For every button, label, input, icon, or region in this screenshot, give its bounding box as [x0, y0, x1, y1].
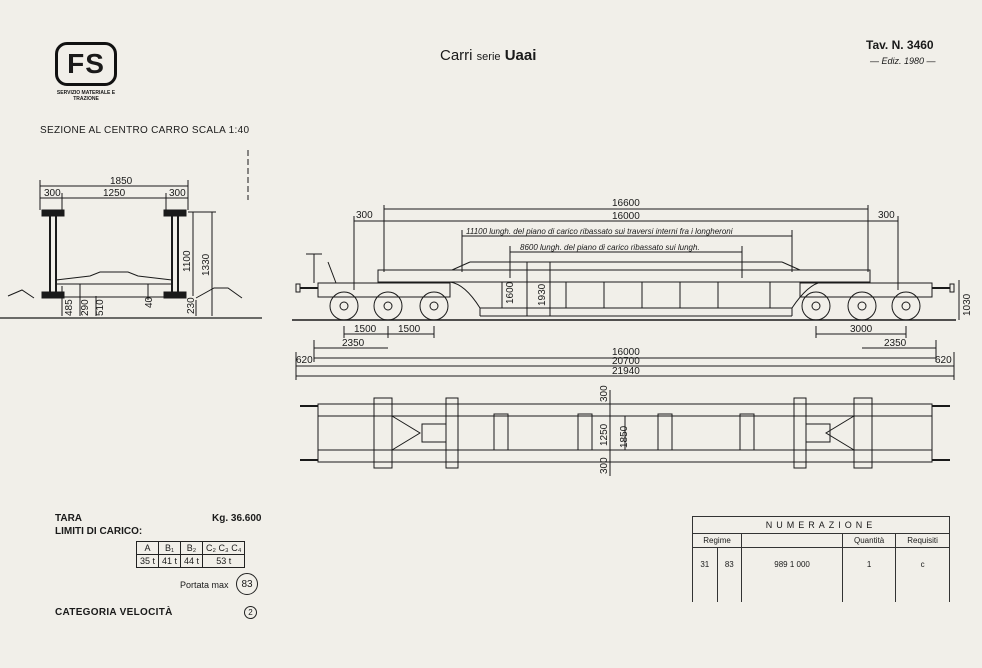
dim-230: 230 [186, 297, 197, 314]
table-number: Tav. N. 3460 [866, 38, 934, 52]
plan-dim-300-top: 300 [599, 385, 610, 402]
dim-1930: 1930 [537, 283, 548, 306]
portata-label: Portata max [180, 580, 229, 590]
section-title: SEZIONE AL CENTRO CARRO SCALA 1:40 [40, 125, 250, 136]
table-row: A B₁ B₂ C₂ C₃ C₄ [135, 541, 246, 555]
limits-label: LIMITI DI CARICO: [55, 526, 143, 537]
dim-1030: 1030 [962, 293, 973, 316]
dim-16000-top: 16000 [612, 211, 640, 222]
dim-8600-note: 8600 lungh. del piano di carico ribassat… [520, 243, 700, 252]
dim-290: 290 [80, 299, 91, 316]
table-row: NUMERAZIONE [692, 516, 950, 534]
dim-300-right: 300 [169, 188, 186, 199]
dim-1250: 1250 [103, 188, 126, 199]
dim-1600: 1600 [505, 281, 516, 304]
dim-1500-a: 1500 [354, 324, 377, 335]
dim-620-left: 620 [296, 355, 313, 366]
page-title: Carri serie Uaai [440, 47, 537, 64]
plan-dim-1850: 1850 [619, 425, 630, 448]
table-row: Regime Quantità Requisiti [691, 533, 950, 548]
dim-2350-right: 2350 [884, 338, 907, 349]
dim-1100: 1100 [182, 250, 193, 272]
fs-logo: FS [55, 42, 117, 86]
categoria-label: CATEGORIA VELOCITÀ [55, 607, 173, 618]
plan-dim-300-bottom: 300 [599, 457, 610, 474]
dim-16600: 16600 [612, 198, 640, 209]
dim-1850: 1850 [110, 176, 133, 187]
load-limits-table: A B₁ B₂ C₂ C₃ C₄ 35 t 41 t 44 t 53 t [135, 541, 246, 568]
dim-300-left: 300 [44, 188, 61, 199]
portata-value: 83 [236, 573, 258, 595]
dim-21940: 21940 [612, 366, 640, 377]
table-row: 31 83 989 1 000 1 c [692, 547, 950, 602]
dim-510: 510 [95, 299, 106, 316]
dim-300-r: 300 [878, 210, 895, 221]
logo-subtitle: SERVIZIO MATERIALE E TRAZIONE [56, 90, 116, 102]
dim-2350-left: 2350 [342, 338, 365, 349]
dim-40: 40 [144, 296, 155, 308]
dim-1500-b: 1500 [398, 324, 421, 335]
dim-1330: 1330 [201, 253, 212, 276]
dim-20700: 20700 [612, 356, 640, 367]
dim-11100-note: 11100 lungh. del piano di carico ribassa… [466, 227, 733, 236]
tara-label: TARA [55, 513, 83, 524]
dim-485: 485 [64, 299, 75, 316]
edition: — Ediz. 1980 — [870, 56, 936, 66]
dim-300-l: 300 [356, 210, 373, 221]
categoria-value: 2 [244, 606, 257, 619]
plan-dim-1250: 1250 [599, 423, 610, 446]
table-row: 35 t 41 t 44 t 53 t [135, 554, 246, 568]
dim-3000: 3000 [850, 324, 873, 335]
dim-16000: 16000 [612, 347, 640, 358]
numerazione-table: NUMERAZIONE Regime Quantità Requisiti 31… [691, 516, 950, 602]
tara-value: Kg. 36.600 [212, 513, 262, 524]
dim-620-right: 620 [935, 355, 952, 366]
